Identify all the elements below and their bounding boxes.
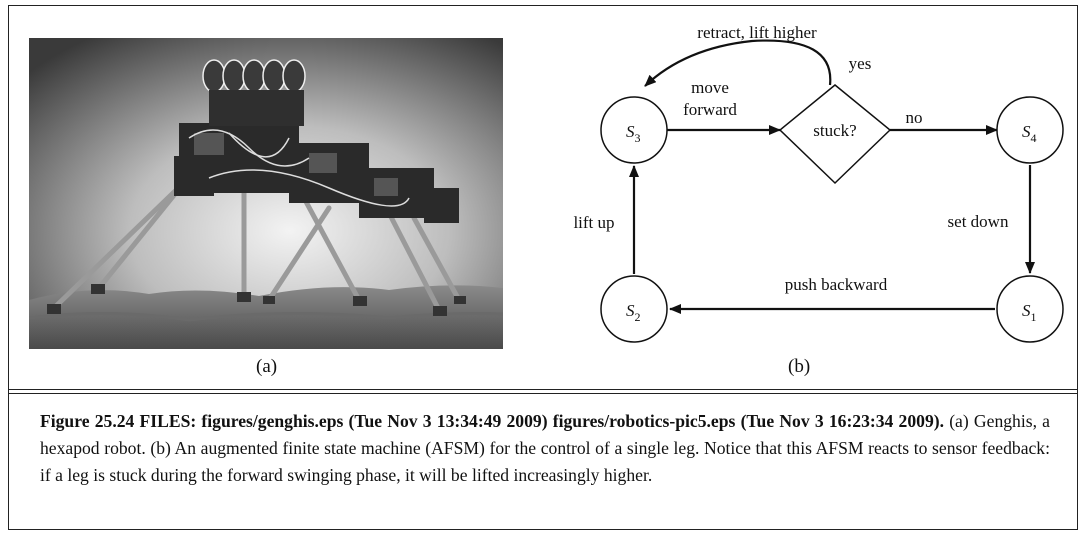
label-retract-lift-higher: retract, lift higher <box>697 23 817 42</box>
genghis-robot-photo <box>29 38 503 349</box>
state-s3: S3 <box>600 96 668 164</box>
label-move: move <box>691 78 729 97</box>
svg-text:S3: S3 <box>626 122 641 145</box>
label-set-down: set down <box>948 212 1009 231</box>
svg-text:stuck?: stuck? <box>813 121 856 140</box>
decision-stuck: stuck? <box>778 84 892 185</box>
state-s4: S4 <box>996 96 1064 164</box>
edge-retract-lift-higher <box>644 39 832 87</box>
caption-title: Figure 25.24 FILES: figures/genghis.eps … <box>40 411 944 431</box>
panel-a-label: (a) <box>256 356 278 377</box>
panel-b-label: (b) <box>788 356 811 377</box>
svg-text:S2: S2 <box>626 301 641 324</box>
state-s1: S1 <box>996 275 1064 343</box>
label-lift-up: lift up <box>573 213 614 232</box>
svg-text:S1: S1 <box>1022 301 1037 324</box>
caption-text: (a) Genghis, a hexapod robot. (b) An aug… <box>40 411 1050 485</box>
svg-text:S4: S4 <box>1022 122 1037 145</box>
label-no: no <box>906 108 923 127</box>
figure-frame <box>8 5 1078 530</box>
label-forward: forward <box>683 100 737 119</box>
state-s2: S2 <box>600 275 668 343</box>
caption-divider <box>8 389 1078 394</box>
afsm-diagram: S3 S4 S1 S2 stuck? retract, lift higher … <box>573 23 1064 343</box>
label-yes: yes <box>849 54 872 73</box>
figure-caption: Figure 25.24 FILES: figures/genghis.eps … <box>40 408 1050 489</box>
label-push-backward: push backward <box>785 275 888 294</box>
